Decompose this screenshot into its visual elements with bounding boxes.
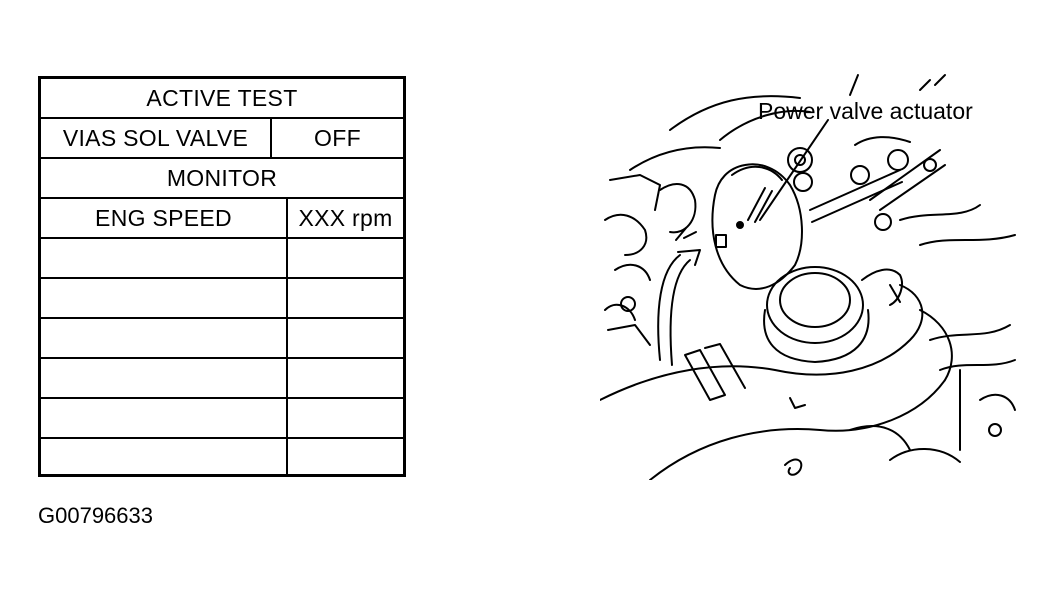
actuator-body: [711, 163, 803, 290]
linkage-rod: [879, 164, 946, 211]
cap-outline: [766, 266, 864, 344]
bolt-head: [874, 213, 892, 231]
linkage-rod: [869, 149, 941, 201]
test-item-label: VIAS SOL VALVE: [62, 124, 249, 151]
hose-outline: [657, 254, 681, 361]
engine-contour-line: [889, 448, 961, 463]
monitor-item-value: [288, 279, 403, 317]
monitor-row: [41, 239, 403, 279]
engine-contour-line: [659, 183, 697, 234]
column-divider: [270, 119, 272, 157]
duct-clamp: [684, 349, 726, 401]
engine-contour-line: [934, 74, 946, 86]
monitor-row: ENG SPEED XXX rpm: [41, 199, 403, 239]
column-divider: [286, 319, 288, 357]
duct-clamp: [704, 343, 746, 389]
actuator-tab: [715, 234, 727, 248]
monitor-item-label: [41, 399, 286, 437]
column-divider: [286, 359, 288, 397]
monitor-row: [41, 279, 403, 319]
monitor-row: [41, 439, 403, 474]
monitor-header: MONITOR: [166, 164, 278, 191]
monitor-item-value: [288, 239, 403, 277]
figure-code: G00796633: [38, 503, 153, 528]
column-divider: [286, 279, 288, 317]
bolt-head: [793, 172, 813, 192]
test-item-row: VIAS SOL VALVE OFF: [41, 119, 403, 159]
monitor-item-label: [41, 359, 286, 397]
hose-marker: [675, 227, 697, 241]
engine-contour-line: [607, 324, 651, 346]
monitor-item-value: [288, 399, 403, 437]
monitor-item-value: [288, 359, 403, 397]
column-divider: [286, 199, 288, 237]
engine-contour-line: [899, 204, 981, 221]
bolt-circle: [620, 296, 636, 312]
bolt-head: [850, 165, 870, 185]
monitor-item-label: [41, 439, 286, 474]
duct-detail: [784, 458, 803, 476]
engine-contour-line: [979, 393, 1016, 411]
bracket-outline: [614, 263, 651, 281]
column-divider: [286, 399, 288, 437]
hose-clamp: [861, 268, 903, 306]
hose-end: [677, 249, 701, 266]
engine-contour-line: [919, 79, 931, 91]
column-divider: [286, 439, 288, 474]
linkage-rod: [809, 169, 901, 211]
actuator-center-dot: [736, 221, 744, 229]
duct-detail: [789, 397, 806, 409]
test-item-state: OFF: [314, 124, 361, 151]
engine-contour-line: [669, 95, 801, 131]
monitor-item-label: [41, 239, 286, 277]
engine-contour-line: [849, 74, 859, 96]
actuator-rim: [731, 165, 783, 181]
engine-contour-line: [854, 136, 911, 146]
bolt-head: [787, 147, 813, 173]
monitor-item-label: [41, 319, 286, 357]
bolt-head: [988, 423, 1002, 437]
engine-illustration: [600, 74, 1016, 480]
active-test-header: ACTIVE TEST: [146, 84, 298, 111]
hose-outline: [669, 259, 691, 366]
monitor-header-row: MONITOR: [41, 159, 403, 199]
monitor-item-value: [288, 319, 403, 357]
engine-contour-line: [609, 174, 661, 211]
active-test-header-row: ACTIVE TEST: [41, 79, 403, 119]
power-valve-actuator-label: Power valve actuator: [758, 98, 973, 124]
engine-contour-line: [719, 109, 811, 141]
bolt-center: [794, 154, 806, 166]
bolt-head: [923, 158, 937, 172]
engine-contour-line: [849, 425, 911, 451]
monitor-item-value: [288, 439, 403, 474]
cap-skirt: [763, 309, 870, 363]
duct-outline: [649, 309, 953, 480]
monitor-row: [41, 399, 403, 439]
engine-contour-line: [939, 359, 1016, 371]
duct-outline: [600, 284, 924, 401]
monitor-row: [41, 359, 403, 399]
actuator-mark: [754, 190, 773, 223]
engine-contour-line: [919, 234, 1016, 246]
monitor-item-value: XXX rpm: [298, 204, 393, 231]
bracket-outline: [604, 303, 636, 321]
engine-contour-line: [629, 146, 721, 171]
callout-leader-line: [759, 119, 829, 221]
monitor-row: [41, 319, 403, 359]
cap-inner: [779, 272, 851, 328]
actuator-mark: [747, 187, 766, 221]
monitor-item-label: [41, 279, 286, 317]
hose-clamp-detail: [889, 284, 901, 303]
bracket-outline: [604, 213, 648, 256]
column-divider: [286, 239, 288, 277]
engine-contour-line: [929, 324, 1011, 341]
bolt-head: [887, 149, 909, 171]
active-test-panel: ACTIVE TEST VIAS SOL VALVE OFF MONITOR E…: [38, 76, 406, 477]
monitor-item-label: ENG SPEED: [95, 204, 232, 231]
